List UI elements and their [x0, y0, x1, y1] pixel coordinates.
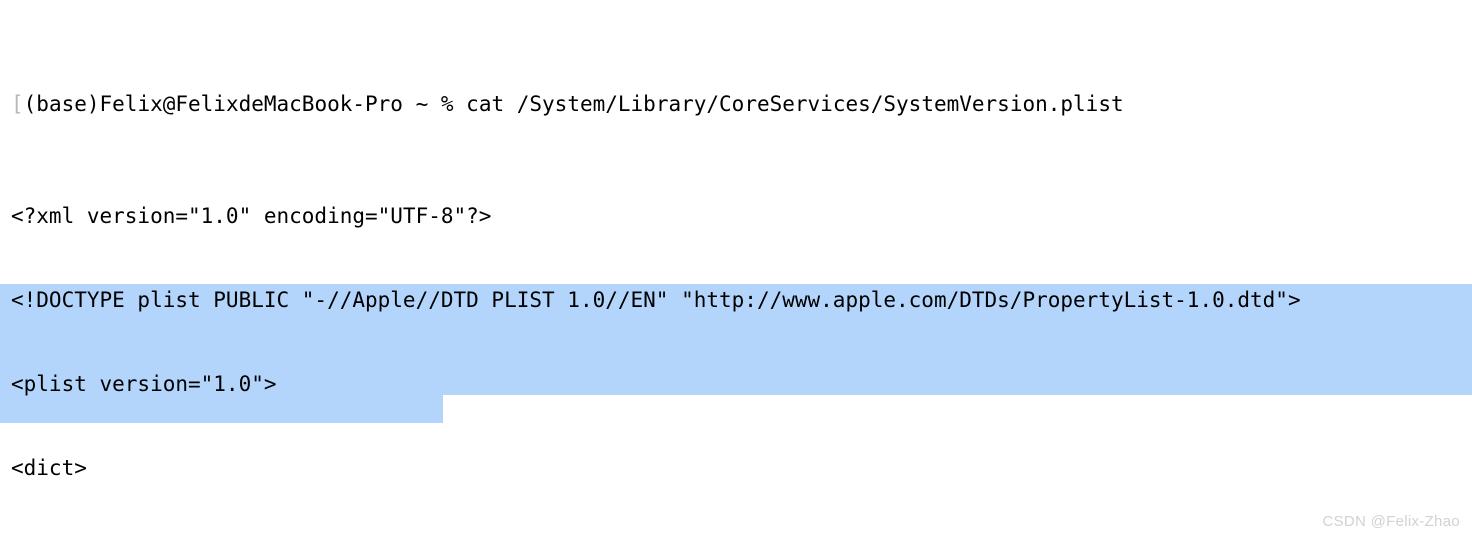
- prompt-bracket-icon: [: [11, 92, 24, 116]
- output-line: <plist version="1.0">: [11, 372, 277, 396]
- output-line: <dict>: [11, 456, 87, 480]
- prompt-line[interactable]: [(base)Felix@FelixdeMacBook-Pro ~ % cat …: [11, 90, 1472, 118]
- output-line: <?xml version="1.0" encoding="UTF-8"?>: [11, 204, 492, 228]
- selection-highlight-partial[interactable]: [0, 395, 443, 423]
- selection-highlight-full[interactable]: [0, 284, 1472, 395]
- shell-prompt: (base)Felix@FelixdeMacBook-Pro ~ %: [23, 92, 467, 116]
- shell-command: cat /System/Library/CoreServices/SystemV…: [466, 92, 1124, 116]
- output-line: <!DOCTYPE plist PUBLIC "-//Apple//DTD PL…: [11, 288, 1301, 312]
- terminal-output[interactable]: [(base)Felix@FelixdeMacBook-Pro ~ % cat …: [0, 6, 1472, 536]
- watermark: CSDN @Felix-Zhao: [1322, 513, 1460, 530]
